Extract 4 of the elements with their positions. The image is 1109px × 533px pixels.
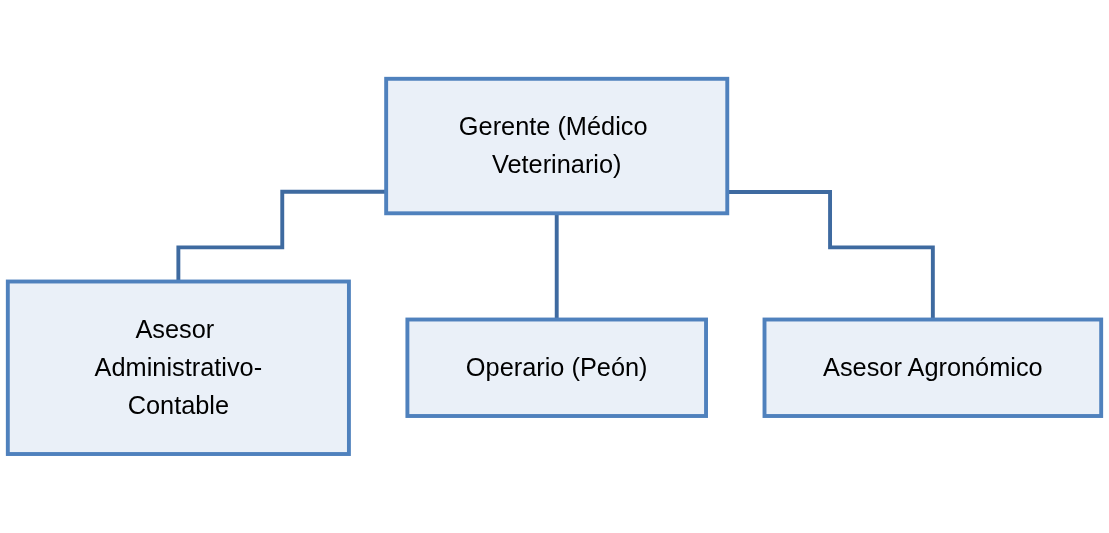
node-box: Asesor Agronómico	[762, 317, 1104, 419]
node-box: Asesor Administrativo-Contable	[5, 279, 351, 457]
node-box: Operario (Peón)	[405, 317, 708, 419]
node-box: Gerente (Médico Veterinario)	[384, 76, 730, 216]
